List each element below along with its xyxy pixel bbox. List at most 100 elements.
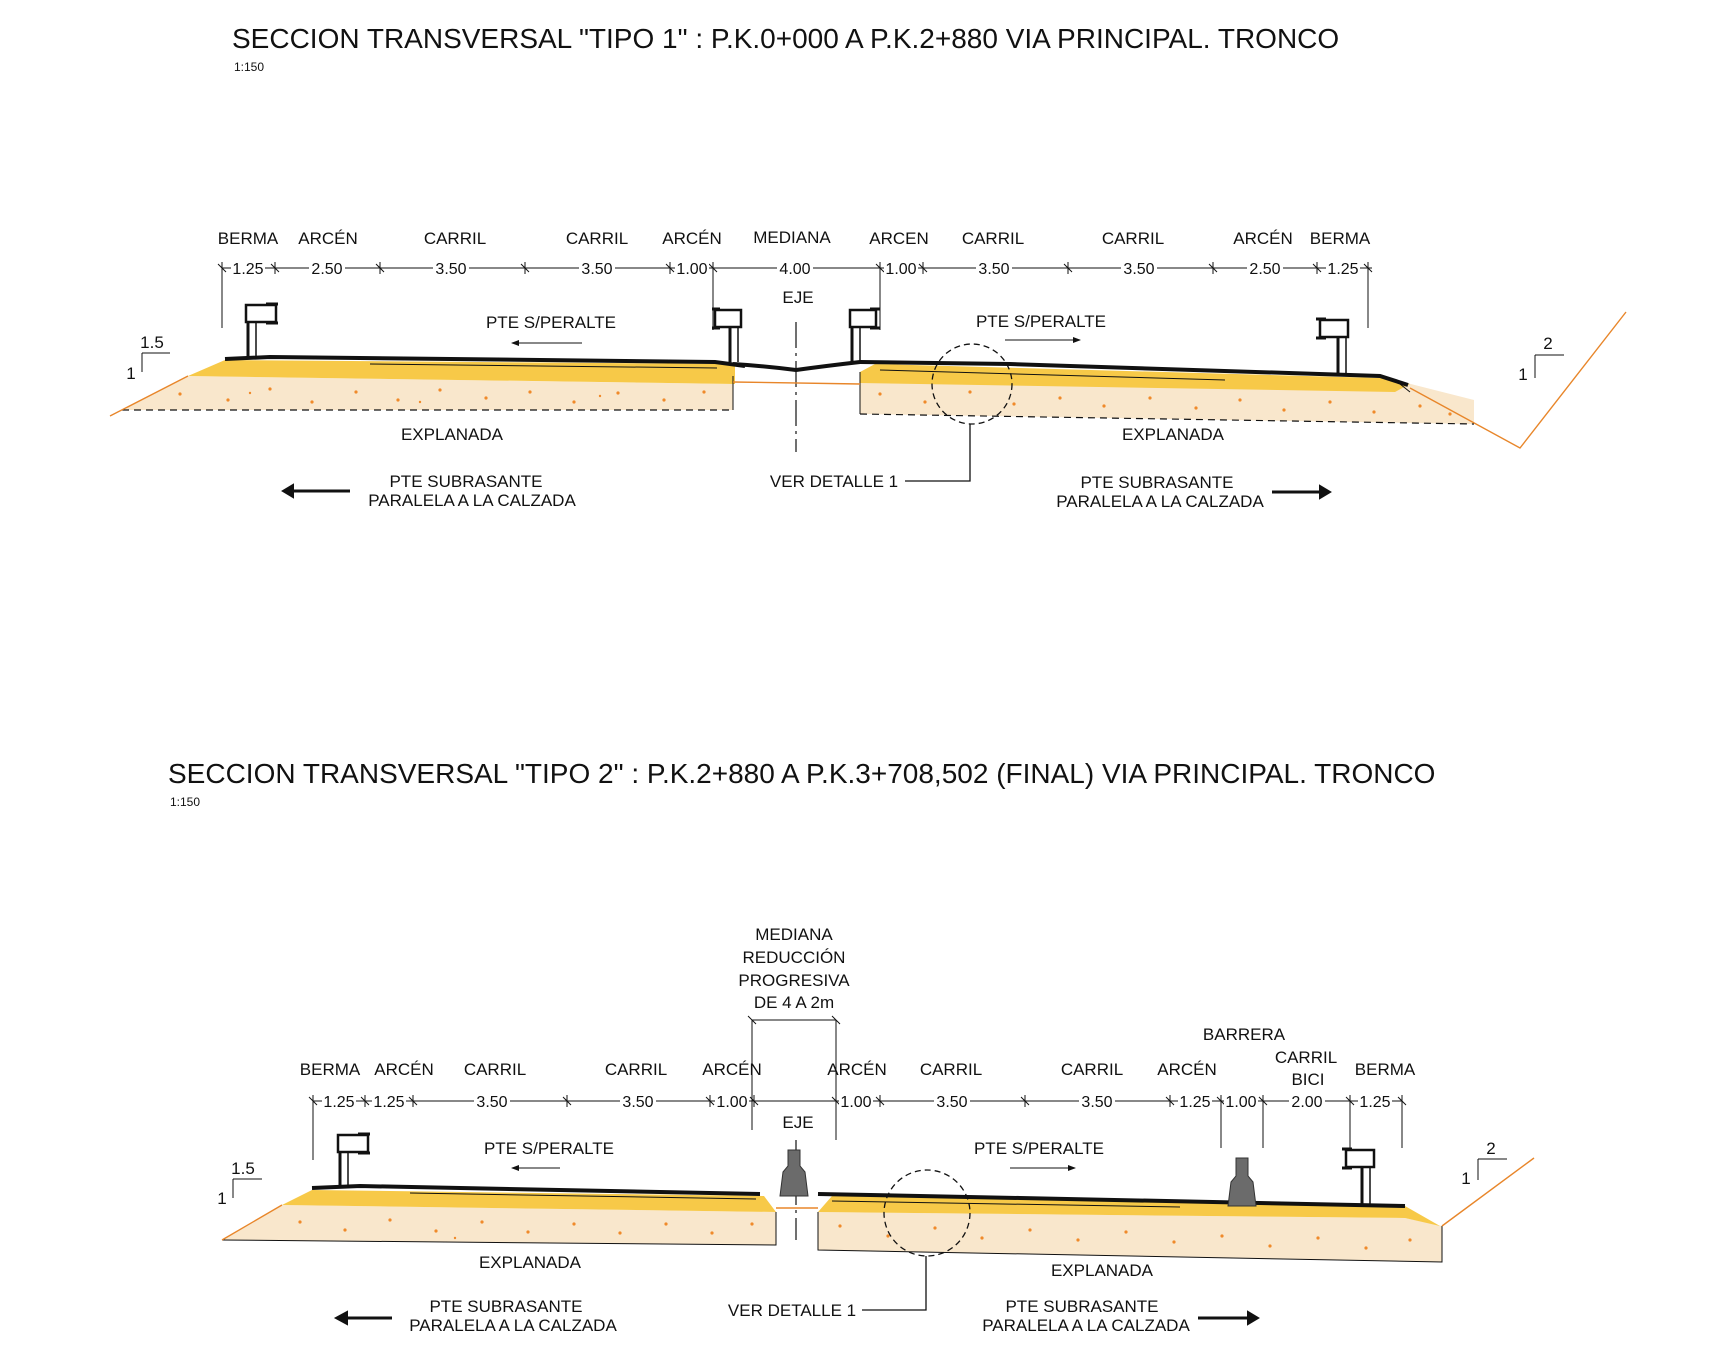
label-carril-bici-1: CARRIL — [1275, 1048, 1337, 1067]
dim-4: 3.50 — [581, 261, 612, 278]
guardrail-icon — [848, 307, 880, 362]
dim-6: 4.00 — [779, 261, 810, 278]
bike-lane-barrier-icon — [1227, 1157, 1257, 1207]
svg-text:PROGRESIVA: PROGRESIVA — [738, 971, 850, 990]
label-carril-4: CARRIL — [1061, 1060, 1123, 1079]
section1-detail-callout: VER DETALLE 1 — [770, 343, 1013, 491]
label-arcen-right: ARCÉN — [1157, 1060, 1217, 1079]
svg-text:1.5: 1.5 — [140, 333, 164, 352]
section2-segment-labels: BERMA ARCÉN CARRIL CARRIL ARCÉN ARCÉN CA… — [300, 1048, 1416, 1089]
section2-mediana-note: MEDIANA REDUCCIÓN PROGRESIVA DE 4 A 2m — [738, 925, 850, 1025]
section1-subrasante-right: PTE SUBRASANTE PARALELA A LA CALZADA — [1056, 473, 1332, 511]
dim-10: 1.00 — [1225, 1094, 1256, 1111]
section2-pte-peralte-left: PTE S/PERALTE — [484, 1139, 614, 1158]
svg-text:PARALELA A LA CALZADA: PARALELA A LA CALZADA — [1056, 492, 1264, 511]
guardrail-icon — [244, 302, 278, 359]
svg-text:1: 1 — [217, 1189, 226, 1208]
label-arcen-left: ARCÉN — [298, 229, 358, 248]
section1-slope-indicator-right: 2 1 — [1518, 334, 1564, 384]
section1-left-carriageway — [122, 354, 746, 411]
dim-2: 2.50 — [311, 261, 342, 278]
label-arcen-right: ARCÉN — [1233, 229, 1293, 248]
section1-explanada-right: EXPLANADA — [1122, 425, 1225, 444]
dim-8: 3.50 — [1081, 1094, 1112, 1111]
guardrail-icon — [1316, 317, 1350, 374]
section1-subgrade-line — [732, 381, 861, 385]
section2-eje-label: EJE — [782, 1113, 813, 1132]
section1-subrasante-left: PTE SUBRASANTE PARALELA A LA CALZADA — [281, 472, 576, 510]
dim-4: 3.50 — [622, 1094, 653, 1111]
dim-8: 3.50 — [978, 261, 1009, 278]
section1-slope-left — [109, 375, 189, 417]
label-carril-2: CARRIL — [566, 229, 628, 248]
section1-segment-labels: BERMA ARCÉN CARRIL CARRIL ARCÉN MEDIANA … — [218, 228, 1371, 248]
label-arcen-mid-right: ARCEN — [869, 229, 929, 248]
label-barrera: BARRERA — [1203, 1025, 1286, 1044]
section2-title: SECCION TRANSVERSAL "TIPO 2" : P.K.2+880… — [168, 758, 1435, 789]
section1-eje-label: EJE — [782, 288, 813, 307]
section2-extension-lines — [312, 1020, 1403, 1160]
label-carril-3: CARRIL — [962, 229, 1024, 248]
dim-10: 2.50 — [1249, 261, 1280, 278]
label-mediana: MEDIANA — [753, 228, 831, 247]
section1-explanada-left: EXPLANADA — [401, 425, 504, 444]
median-barrier-icon — [779, 1149, 809, 1197]
section2-scale: 1:150 — [170, 795, 200, 809]
section2-slope-right — [1441, 1157, 1535, 1227]
svg-text:1: 1 — [1461, 1169, 1470, 1188]
svg-text:1.5: 1.5 — [231, 1159, 255, 1178]
section2-dimension-line: 1.25 1.25 3.50 3.50 1.00 1.00 3.50 3.50 … — [308, 1092, 1407, 1111]
section2-explanada-left: EXPLANADA — [479, 1253, 582, 1272]
guardrail-icon — [712, 307, 743, 362]
svg-text:PARALELA A LA CALZADA: PARALELA A LA CALZADA — [368, 491, 576, 510]
svg-text:2: 2 — [1543, 334, 1552, 353]
svg-text:PARALELA A LA CALZADA: PARALELA A LA CALZADA — [982, 1316, 1190, 1335]
guardrail-icon — [1342, 1147, 1376, 1205]
section1-dimension-line: 1.25 2.50 3.50 3.50 1.00 4.00 1.00 3.50 … — [217, 259, 1373, 278]
svg-text:REDUCCIÓN: REDUCCIÓN — [743, 948, 846, 967]
svg-text:PTE SUBRASANTE: PTE SUBRASANTE — [1005, 1297, 1158, 1316]
section2-subrasante-right: PTE SUBRASANTE PARALELA A LA CALZADA — [982, 1297, 1260, 1335]
svg-text:1: 1 — [1518, 365, 1527, 384]
section1-median-surface — [732, 360, 861, 373]
dim-11: 1.25 — [1327, 261, 1358, 278]
label-berma-right: BERMA — [1310, 229, 1371, 248]
section2-right-carriageway — [817, 1192, 1443, 1263]
section1-pte-peralte-right: PTE S/PERALTE — [976, 312, 1106, 331]
dim-7: 1.00 — [885, 261, 916, 278]
dim-2: 1.25 — [373, 1094, 404, 1111]
label-arcen-mid-right: ARCÉN — [827, 1060, 887, 1079]
dim-9: 3.50 — [1123, 261, 1154, 278]
section1-ver-detalle: VER DETALLE 1 — [770, 472, 898, 491]
dim-5: 1.00 — [676, 261, 707, 278]
dim-1: 1.25 — [323, 1094, 354, 1111]
svg-text:MEDIANA: MEDIANA — [755, 925, 833, 944]
label-arcen-left: ARCÉN — [374, 1060, 434, 1079]
section1-slope-indicator-left: 1.5 1 — [126, 333, 170, 383]
svg-text:PTE SUBRASANTE: PTE SUBRASANTE — [1080, 473, 1233, 492]
section1-scale: 1:150 — [234, 60, 264, 74]
label-carril-4: CARRIL — [1102, 229, 1164, 248]
svg-text:DE 4 A 2m: DE 4 A 2m — [754, 993, 834, 1012]
svg-text:1: 1 — [126, 364, 135, 383]
section2-slope-indicator-right: 2 1 — [1461, 1139, 1507, 1188]
section2-detail-callout: VER DETALLE 1 — [728, 1169, 971, 1320]
section2-slope-indicator-left: 1.5 1 — [217, 1159, 262, 1208]
label-carril-bici-2: BICI — [1291, 1070, 1324, 1089]
dim-3: 3.50 — [476, 1094, 507, 1111]
section2-subrasante-left: PTE SUBRASANTE PARALELA A LA CALZADA — [333, 1297, 617, 1335]
dim-11: 2.00 — [1291, 1094, 1322, 1111]
guardrail-icon — [336, 1132, 370, 1188]
label-carril-1: CARRIL — [424, 229, 486, 248]
svg-text:PARALELA A LA CALZADA: PARALELA A LA CALZADA — [409, 1316, 617, 1335]
dim-7: 3.50 — [936, 1094, 967, 1111]
label-carril-3: CARRIL — [920, 1060, 982, 1079]
section1-slope-right — [1409, 311, 1627, 449]
label-arcen-mid-left: ARCÉN — [662, 229, 722, 248]
svg-text:2: 2 — [1486, 1139, 1495, 1158]
svg-text:PTE SUBRASANTE: PTE SUBRASANTE — [429, 1297, 582, 1316]
section2-ver-detalle: VER DETALLE 1 — [728, 1301, 856, 1320]
section-tipo-2: SECCION TRANSVERSAL "TIPO 2" : P.K.2+880… — [168, 758, 1535, 1335]
svg-text:PTE SUBRASANTE: PTE SUBRASANTE — [389, 472, 542, 491]
